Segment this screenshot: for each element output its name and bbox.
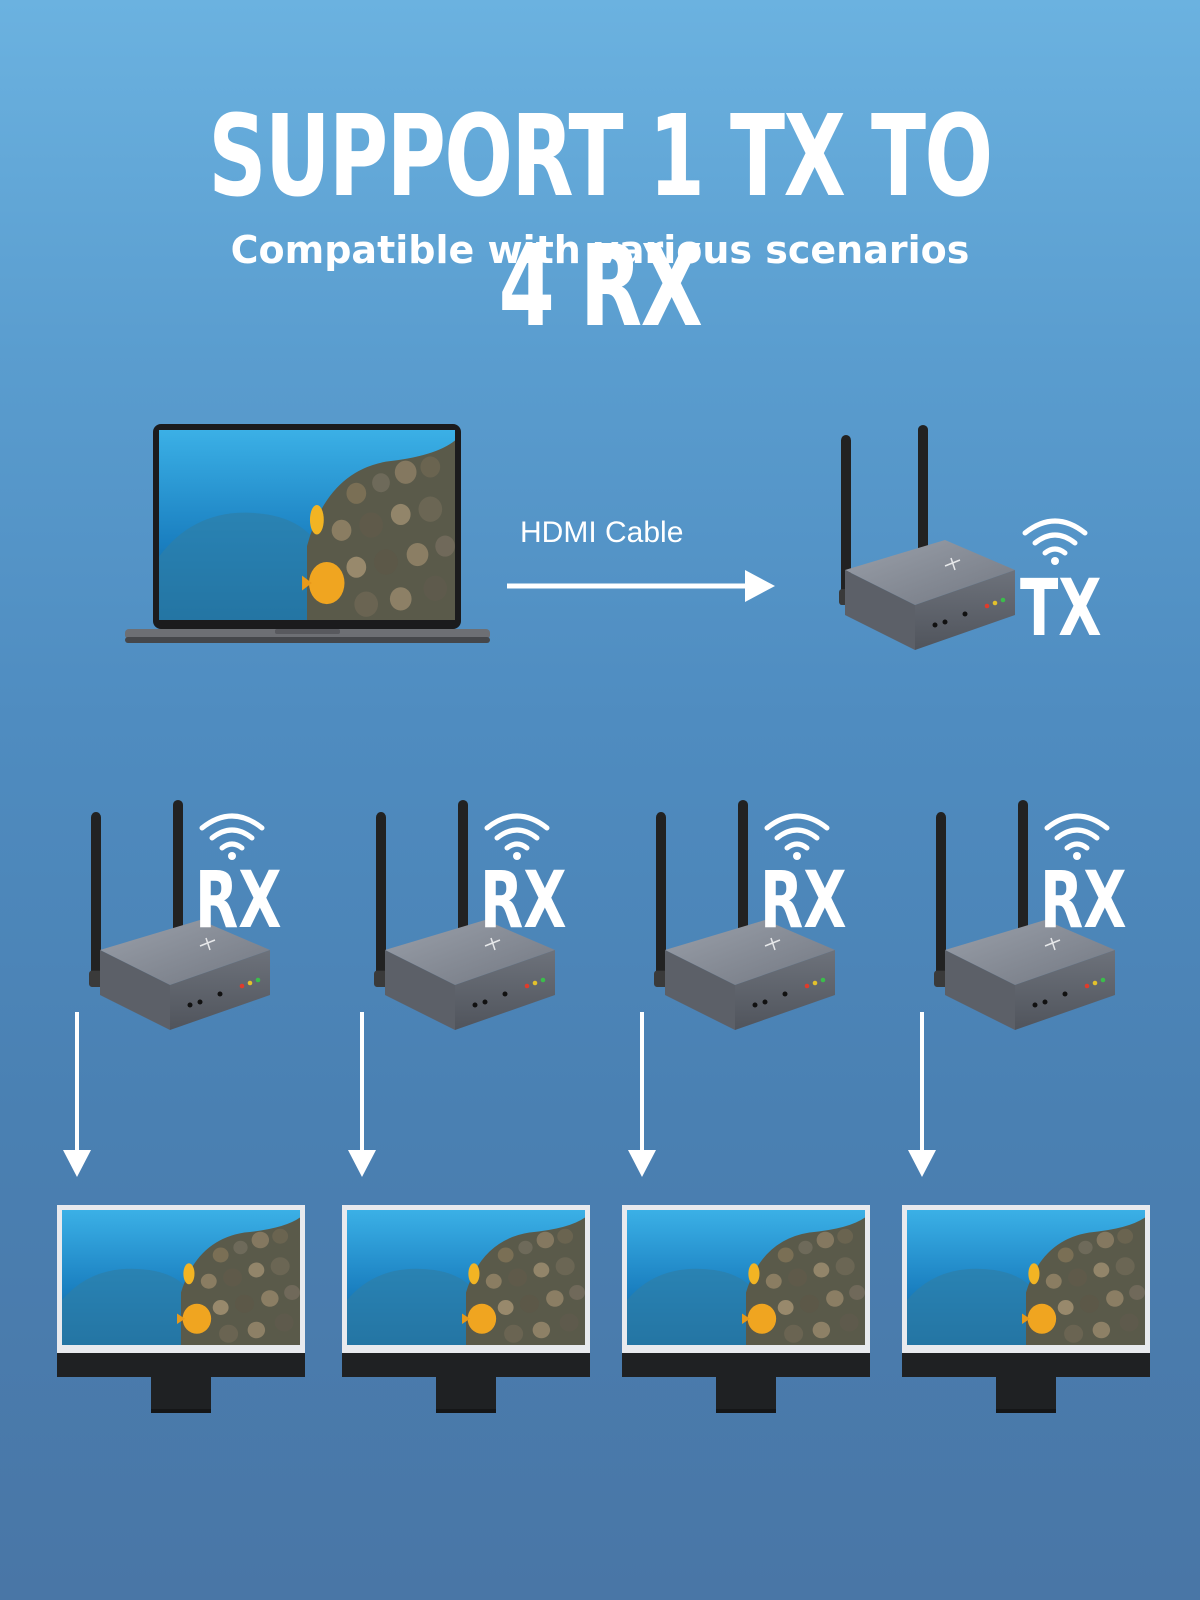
monitor-icon <box>342 1205 590 1415</box>
page-subtitle: Compatible with various scenarios <box>230 228 970 272</box>
down-arrow-icon <box>347 1012 377 1177</box>
right-arrow-icon <box>505 568 775 604</box>
tx-label: TX <box>1020 564 1102 654</box>
down-arrow-icon <box>627 1012 657 1177</box>
page-title: SUPPORT 1 TX TO 4 RX <box>208 92 993 352</box>
monitor-icon <box>622 1205 870 1415</box>
down-arrow-icon <box>62 1012 92 1177</box>
hdmi-cable-label: HDMI Cable <box>520 516 684 549</box>
wifi-signal-icon <box>1020 515 1090 565</box>
rx-label: RX <box>760 856 847 946</box>
monitor-icon <box>57 1205 305 1415</box>
device-box <box>825 530 1025 680</box>
laptop-icon <box>125 424 490 649</box>
rx-label: RX <box>480 856 567 946</box>
rx-label: RX <box>195 856 282 946</box>
wifi-signal-icon <box>762 810 832 860</box>
wifi-signal-icon <box>197 810 267 860</box>
transmitter-device <box>825 425 1025 665</box>
wifi-signal-icon <box>482 810 552 860</box>
wifi-signal-icon <box>1042 810 1112 860</box>
down-arrow-icon <box>907 1012 937 1177</box>
monitor-icon <box>902 1205 1150 1415</box>
rx-label: RX <box>1040 856 1127 946</box>
